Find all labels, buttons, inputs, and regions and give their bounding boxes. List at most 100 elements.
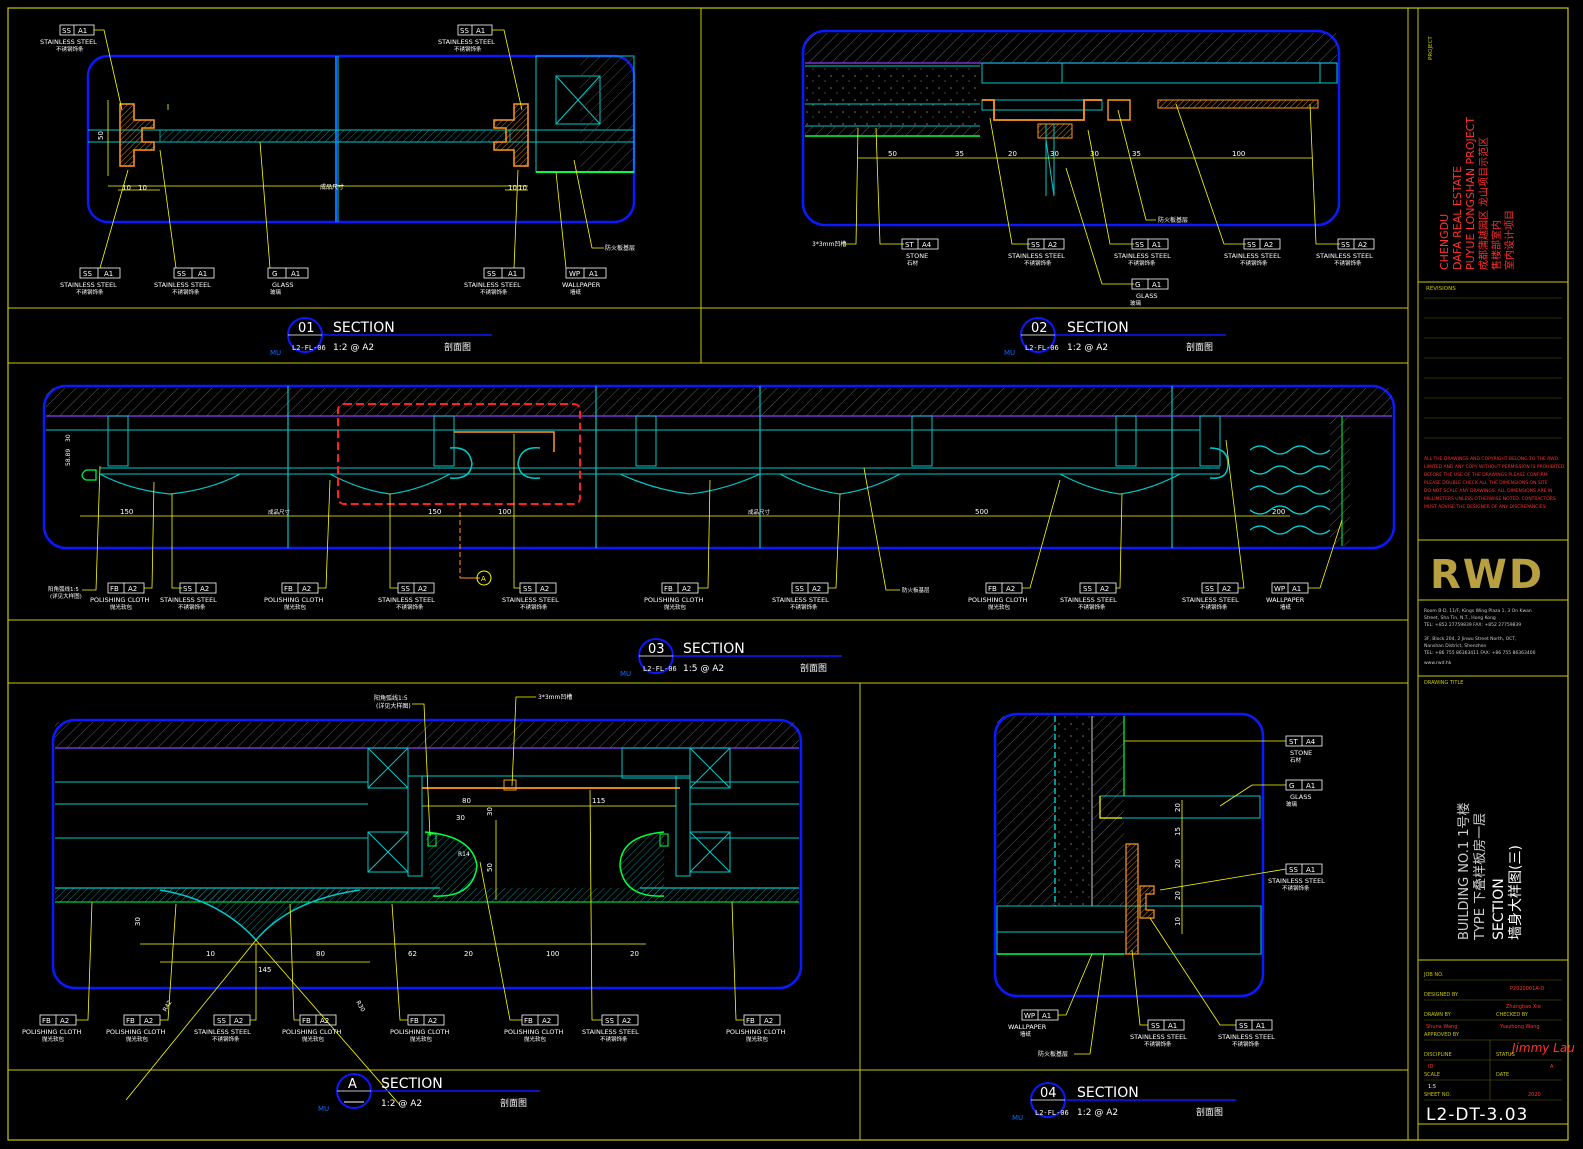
drawing-text: A2 — [1358, 241, 1367, 249]
drawing-text: 30 — [1090, 150, 1099, 158]
drawing-text: 35 — [955, 150, 964, 158]
drawing-text: 20 — [630, 950, 639, 958]
drawing-text: 剖面图 — [800, 662, 827, 674]
drawing-text: A1 — [1306, 866, 1315, 874]
drawing-text: 玻璃 — [1130, 299, 1142, 307]
s01-dim-c: 10 — [508, 184, 517, 192]
section-04-viewport — [993, 712, 1265, 998]
drawing-text: 玻璃 — [1286, 800, 1298, 808]
section-04-number: 04 — [1040, 1086, 1057, 1101]
drawing-text: BEFORE THE USE OF THE DRAWINGS PLEASE CO… — [1424, 472, 1548, 478]
drawing-text: 30 — [134, 917, 142, 926]
drawing-text: G — [1135, 281, 1140, 289]
tb-section-cn: 墙身大样图(三) — [1508, 845, 1524, 940]
section-04-title: 04 SECTION L2-FL-06 1:2 @ A2 剖面图 MU — [1012, 1082, 1236, 1122]
drawing-text: A2 — [200, 585, 209, 593]
drawing-text: PLEASE DOUBLE CHECK ALL THE DIMENSIONS O… — [1424, 480, 1548, 486]
drawing-text: A2 — [622, 1017, 631, 1025]
drawing-text: 80 — [462, 797, 471, 805]
drawing-text: FB — [410, 1017, 419, 1025]
drawing-text: 成品尺寸 — [268, 508, 291, 516]
drawing-text: SS — [1289, 866, 1298, 874]
section-a: 80 115 30 30 50 30 10 80 145 62 20 100 2… — [22, 693, 803, 1113]
drawing-text: 石材 — [907, 259, 919, 267]
section-a-number: A — [348, 1077, 357, 1092]
detail-A-callout-box — [337, 403, 581, 505]
drawing-text: A2 — [428, 1017, 437, 1025]
drawing-text: SS — [1247, 241, 1256, 249]
drawing-text: JOB NO. — [1423, 972, 1444, 978]
drawing-text: SS — [1135, 241, 1144, 249]
drawing-text: WALLPAPER — [562, 281, 601, 289]
drawing-text: (详见大样图) — [376, 702, 411, 710]
drawing-text: 1:2 @ A2 — [333, 343, 374, 353]
tb-client-cn1: 成都蒲越园区 龙山项目示范区 — [1477, 137, 1490, 270]
tb-approver-signature: Jimmy Lau — [1510, 1041, 1575, 1055]
drawing-text: APPROVED BY — [1424, 1032, 1460, 1038]
s04-tags: ST A4 STONE 石材 G A1 GLASS 玻璃 SS A1 STAIN… — [1008, 735, 1325, 1058]
drawing-text: STAINLESS STEEL — [60, 281, 117, 289]
drawing-text: 抛光软包 — [126, 1035, 149, 1043]
drawing-text: SS — [487, 270, 496, 278]
drawing-text: STAINLESS STEEL — [1008, 252, 1065, 260]
drawing-text: A1 — [78, 27, 87, 35]
drawing-text: 3*3mm凹槽 — [538, 693, 572, 701]
drawing-text: 3*3mm凹槽 — [812, 240, 846, 248]
drawing-text: 防火板基层 — [1158, 216, 1188, 224]
drawing-text: SHEET NO. — [1424, 1092, 1451, 1098]
drawing-text: 防火板基层 — [605, 244, 635, 252]
drawing-text: A4 — [922, 241, 932, 249]
drawing-text: SS — [460, 27, 469, 35]
drawing-text: MU — [620, 670, 631, 678]
drawing-text: A1 — [1152, 241, 1161, 249]
tb-notes: ALL THE DRAWINGS AND COPYRIGHT BELONG TO… — [1424, 456, 1565, 510]
section-03-viewport — [42, 384, 1396, 550]
drawing-text: STAINLESS STEEL — [772, 596, 829, 604]
tb-client-cn3: 室内设计项目 — [1503, 210, 1516, 270]
tb-project-label: PROJECT — [1428, 36, 1434, 60]
drawing-text: POLISHING CLOTH — [726, 1028, 785, 1036]
drawing-text: SS — [183, 585, 192, 593]
drawing-text: A4 — [1306, 738, 1316, 746]
s01-dim-50: 50 — [97, 131, 105, 140]
drawing-text: Room B-D, 11/F, Kings Wing Plaza 1, 3 On… — [1424, 608, 1532, 614]
section-03-title: 03 SECTION L2-FL-06 1:5 @ A2 剖面图 MU — [620, 638, 842, 678]
drawing-text: 不锈钢饰条 — [1024, 259, 1052, 267]
drawing-text: DISCIPLINE — [1424, 1052, 1452, 1058]
drawing-text: STAINLESS STEEL — [582, 1028, 639, 1036]
drawing-text: 1:5 @ A2 — [683, 664, 724, 674]
tb-client1: CHENGDU — [1438, 214, 1451, 270]
drawing-text: ALL THE DRAWINGS AND COPYRIGHT BELONG TO… — [1424, 456, 1559, 462]
drawing-text: 墙纸 — [570, 288, 582, 296]
drawing-text: 不锈钢饰条 — [76, 288, 104, 296]
drawing-text: 防火板基层 — [902, 586, 930, 594]
drawing-text: FB — [988, 585, 997, 593]
drawing-text: LIMITED AND ANY COPY WITHOUT PERMISSION … — [1424, 464, 1565, 470]
drawing-text: FB — [42, 1017, 51, 1025]
section-03-label: SECTION — [683, 641, 745, 657]
drawing-text: A2 — [1222, 585, 1231, 593]
drawing-text: 10 — [1174, 917, 1182, 926]
drawing-text: STAINLESS STEEL — [1130, 1033, 1187, 1041]
section-02-title: 02 SECTION L2-FL-06 1:2 @ A2 剖面图 MU — [1004, 317, 1226, 357]
drawing-text: SS — [1341, 241, 1350, 249]
drawing-text: 剖面图 — [1186, 341, 1213, 353]
tb-drawing-title-label: DRAWING TITLE — [1424, 680, 1463, 686]
drawing-text: SS — [401, 585, 410, 593]
drawing-text: STAINLESS STEEL — [1218, 1033, 1275, 1041]
drawing-text: 抛光软包 — [284, 603, 307, 611]
tb-revisions: REVISIONS — [1426, 286, 1456, 292]
drawing-text: ID — [1428, 1064, 1433, 1070]
drawing-text: Nanshan District, Shenzhen — [1424, 643, 1487, 649]
drawing-text: A1 — [589, 270, 598, 278]
drawing-text: A1 — [1168, 1022, 1177, 1030]
drawing-text: 35 — [1132, 150, 1141, 158]
section-02-viewport — [801, 29, 1341, 227]
drawing-text: A2 — [764, 1017, 773, 1025]
drawing-text: A2 — [682, 585, 691, 593]
tb-address: Room B-D, 11/F, Kings Wing Plaza 1, 3 On… — [1423, 608, 1536, 666]
drawing-text: SS — [605, 1017, 614, 1025]
drawing-text: 抛光软包 — [302, 1035, 325, 1043]
drawing-text: POLISHING CLOTH — [106, 1028, 165, 1036]
drawing-text: FB — [524, 1017, 533, 1025]
